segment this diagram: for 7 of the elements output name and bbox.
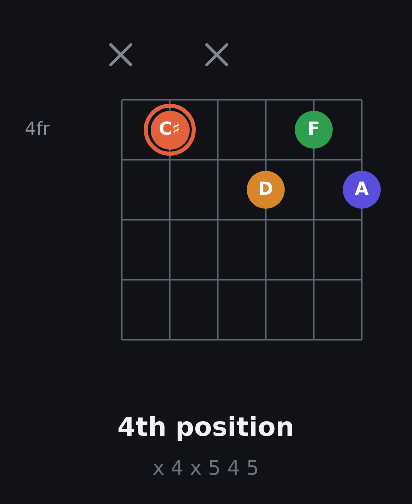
note-dot: F (295, 111, 333, 149)
root-note-dot: C♯ (144, 104, 196, 156)
note-dot: A (343, 171, 381, 209)
fret-sequence: x 4 x 5 4 5 (152, 456, 260, 480)
note-dot: D (247, 171, 285, 209)
chord-title: 4th position (118, 413, 294, 443)
fret-number: 4fr (25, 119, 50, 141)
